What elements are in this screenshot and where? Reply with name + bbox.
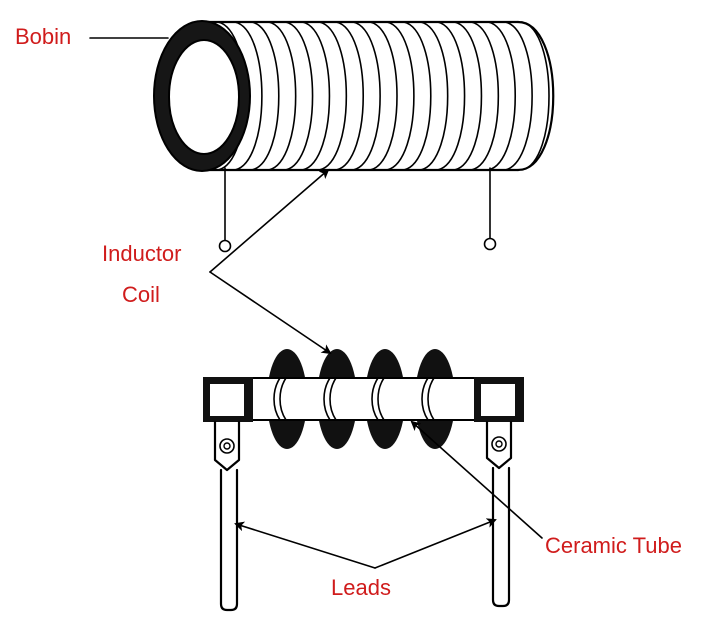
inductor-coil-label-line1: Inductor: [102, 241, 182, 266]
inductor-coil-arrows: [209, 168, 332, 355]
coil-turn: [521, 21, 550, 171]
leads-label: Leads: [331, 575, 391, 600]
coil-turn: [487, 21, 516, 171]
right-end-cap-window: [481, 384, 515, 416]
coil-turn: [335, 21, 364, 171]
inductor-coil-label-line2: Coil: [122, 282, 160, 307]
left-lead-wire: [219, 468, 239, 612]
left-lead-tab: [213, 420, 241, 472]
coil-turn: [504, 21, 533, 171]
bobin-label: Bobin: [15, 24, 72, 49]
leads-arrows: [234, 518, 497, 569]
winding-front-arcs: [273, 377, 435, 421]
right-terminal: [483, 237, 497, 251]
coil-turn: [301, 21, 331, 171]
coil-turn: [234, 21, 263, 171]
coil-turn: [250, 21, 280, 171]
bobbin-end-hole: [168, 39, 240, 155]
bobbin-coil: [153, 20, 555, 253]
coil-turn: [419, 21, 449, 171]
coil-turn: [470, 21, 500, 171]
coil-turn: [352, 21, 381, 171]
coil-turn: [318, 21, 348, 171]
coil-turn: [267, 21, 297, 171]
right-lead-tab: [485, 420, 513, 470]
left-end-cap-window: [210, 384, 244, 416]
coil-turn: [284, 21, 314, 171]
right-lead-wire: [491, 466, 511, 608]
ceramic-tube-body: [245, 377, 483, 421]
coil-windings: [217, 21, 550, 171]
coil-turn: [453, 21, 483, 171]
coil-turn: [386, 21, 415, 171]
ceramic-tube-label: Ceramic Tube: [545, 533, 682, 558]
left-terminal: [218, 239, 232, 253]
coil-turn: [369, 21, 398, 171]
ceramic-inductor: [203, 349, 524, 612]
coil-turn: [402, 21, 432, 171]
coil-turn: [436, 21, 466, 171]
ceramic-tube-arrow: [410, 420, 543, 539]
